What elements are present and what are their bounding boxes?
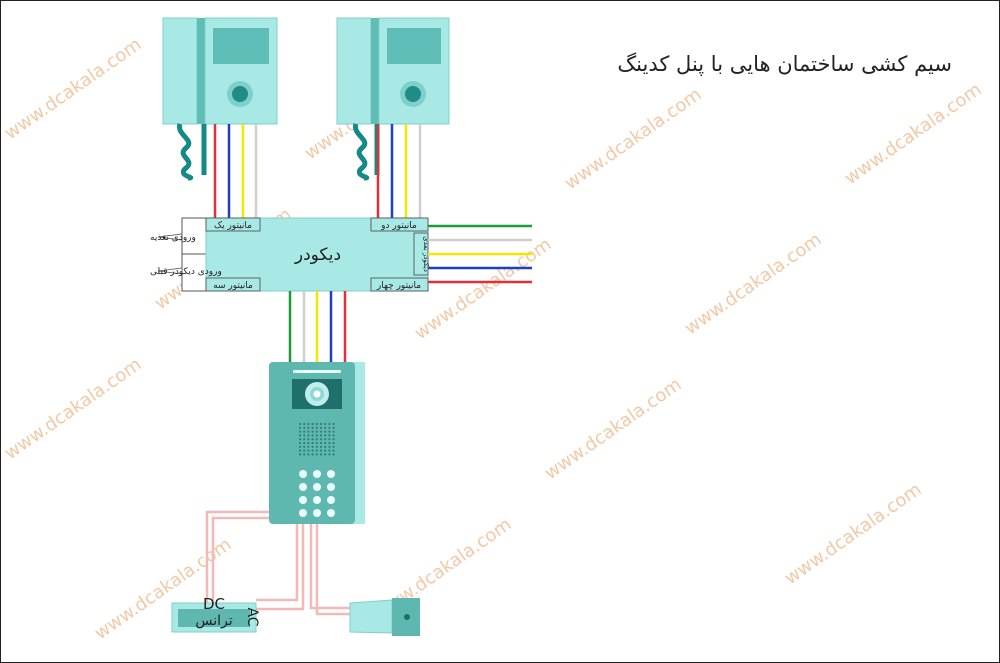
transformer: DC ترانس AC bbox=[171, 595, 260, 633]
transformer-label: ترانس bbox=[195, 613, 232, 629]
monitor-button-icon bbox=[405, 86, 421, 102]
lock-bolt bbox=[349, 599, 393, 634]
watermark: www.dcakala.com bbox=[411, 234, 556, 344]
port-label-next-decoder: دیکودر بعدی bbox=[422, 236, 430, 272]
wires-monitor-two bbox=[376, 124, 422, 218]
power-input-label: ورودی تغذیه bbox=[150, 233, 196, 243]
watermark: www.dcakala.com bbox=[561, 84, 706, 194]
transformer-ac-label: AC bbox=[244, 607, 260, 626]
decoder-box: مانیتور یک مانیتور دو مانیتور سه مانیتور… bbox=[181, 217, 430, 292]
keypad-key[interactable] bbox=[313, 483, 321, 491]
speaker-grille-icon bbox=[298, 422, 335, 456]
keypad-key[interactable] bbox=[299, 483, 307, 491]
watermark: www.dcakala.com bbox=[781, 479, 926, 589]
monitor-screen bbox=[387, 28, 441, 64]
keypad-key[interactable] bbox=[313, 496, 321, 504]
wires-decoder-to-panel bbox=[288, 291, 347, 362]
keypad-key[interactable] bbox=[327, 496, 335, 504]
port-label-monitor-two: مانیتور دو bbox=[380, 221, 417, 231]
coding-door-panel bbox=[269, 362, 365, 524]
keypad-key[interactable] bbox=[327, 470, 335, 478]
watermark: www.dcakala.com bbox=[681, 229, 826, 339]
watermark-layer: www.dcakala.com www.dcakala.com www.dcak… bbox=[1, 34, 986, 644]
camera-lens-icon bbox=[313, 390, 321, 398]
keypad-key[interactable] bbox=[299, 496, 307, 504]
keypad-key[interactable] bbox=[299, 470, 307, 478]
keypad-key[interactable] bbox=[327, 483, 335, 491]
watermark: www.dcakala.com bbox=[841, 79, 986, 189]
previous-decoder-input-label: ورودی دیکودر قبلی bbox=[150, 267, 222, 277]
monitor-handset bbox=[162, 17, 198, 125]
page-title: سیم کشی ساختمان هایی با پنل کدینگ bbox=[617, 52, 952, 76]
wires-power-lock bbox=[205, 510, 350, 616]
watermark: www.dcakala.com bbox=[541, 374, 686, 484]
transformer-dc-label: DC bbox=[203, 595, 225, 613]
power-input-arrow-icon bbox=[157, 233, 183, 241]
decoder-label: دیکودر bbox=[294, 245, 341, 265]
decoder-inputs: ورودی تغذیه ورودی دیکودر قبلی bbox=[150, 233, 222, 277]
monitor-button-icon bbox=[232, 86, 248, 102]
wires-next-decoder bbox=[428, 224, 532, 284]
keypad-key[interactable] bbox=[313, 509, 321, 517]
keypad-key[interactable] bbox=[327, 509, 335, 517]
keypad bbox=[299, 470, 335, 517]
monitor-unit-one bbox=[162, 17, 278, 181]
port-label-monitor-one: مانیتور یک bbox=[214, 221, 252, 231]
monitor-handset bbox=[336, 17, 372, 125]
handset-cord bbox=[353, 123, 369, 181]
monitor-screen bbox=[213, 28, 269, 64]
wires-monitor-one bbox=[213, 124, 258, 218]
handset-cord bbox=[177, 123, 193, 181]
port-label-monitor-three: مانیتور سه bbox=[213, 281, 253, 291]
monitor-unit-two bbox=[336, 17, 450, 181]
watermark: www.dcakala.com bbox=[1, 34, 146, 144]
previous-decoder-arrow-icon bbox=[157, 267, 183, 275]
lock-keyhole-icon bbox=[404, 614, 410, 620]
watermark: www.dcakala.com bbox=[1, 354, 146, 464]
port-label-monitor-four: مانیتور چهار bbox=[376, 281, 421, 291]
door-lock bbox=[349, 598, 420, 636]
keypad-key[interactable] bbox=[299, 509, 307, 517]
keypad-key[interactable] bbox=[313, 470, 321, 478]
